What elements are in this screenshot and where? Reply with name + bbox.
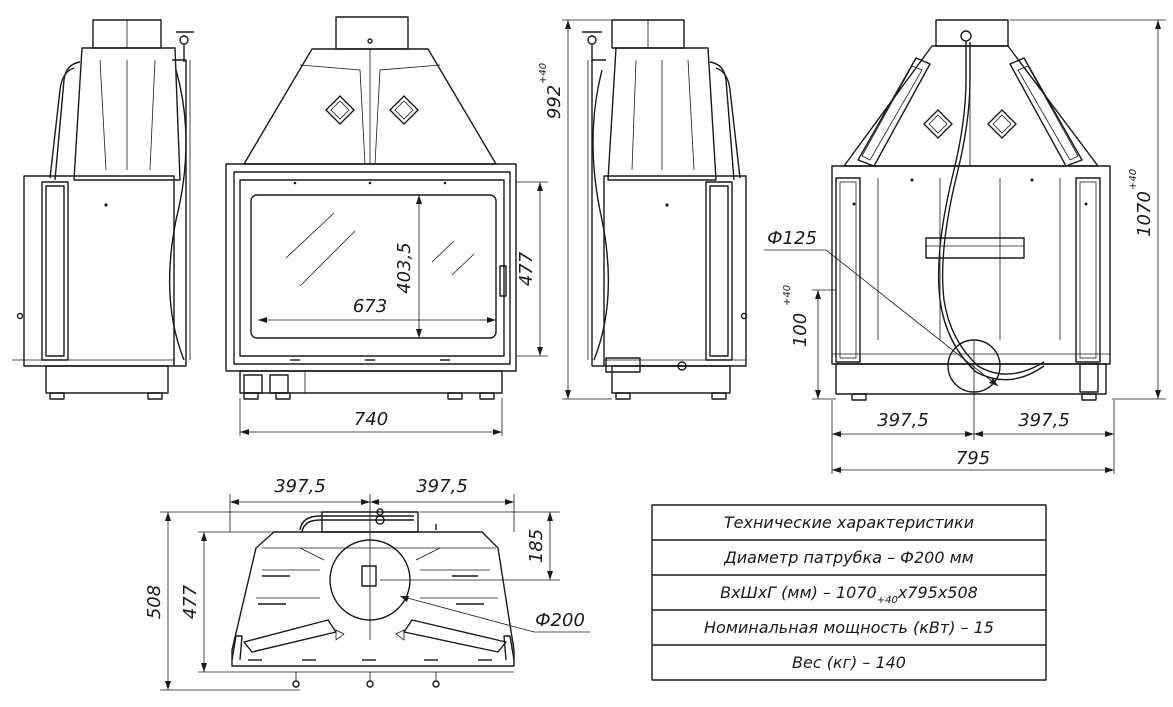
front-dimensions: 740 673 403,5 477 <box>239 181 548 436</box>
dim-992-tolerance: +40 <box>538 63 549 84</box>
spec-row-diameter: Диаметр патрубка – Ф200 мм <box>723 548 973 567</box>
dim-992: 992 <box>544 85 565 119</box>
dim-477-front: 477 <box>516 251 537 286</box>
spec-row-size-main: ВхШхГ (мм) – 1070 <box>720 583 877 602</box>
dim-397-5-back-right: 397,5 <box>1018 410 1070 431</box>
right-side-view <box>582 19 748 400</box>
left-side-view <box>12 19 194 400</box>
back-view <box>831 19 1111 401</box>
dim-795: 795 <box>956 448 990 469</box>
dim-477-top: 477 <box>180 584 201 619</box>
top-dimensions: 397,5 397,5 185 508 477 Ф200 <box>144 476 590 691</box>
spec-table: Технические характеристики Диаметр патру… <box>651 504 1047 681</box>
dim-100-tolerance: +40 <box>782 285 793 306</box>
dim-740: 740 <box>354 409 388 430</box>
spec-row-size: ВхШхГ (мм) – 1070+40х795х508 <box>720 583 978 606</box>
top-view <box>231 508 515 688</box>
dim-508: 508 <box>144 585 165 619</box>
dim-phi-200: Ф200 <box>535 610 585 631</box>
dim-397-5-top-left: 397,5 <box>274 476 326 497</box>
dim-397-5-top-right: 397,5 <box>416 476 468 497</box>
back-dimensions: 397,5 397,5 795 1070 +40 100 +40 Ф125 <box>764 19 1166 474</box>
dim-397-5-back-left: 397,5 <box>877 410 929 431</box>
spec-row-size-subscript: +40 <box>877 595 898 606</box>
dim-phi-125: Ф125 <box>767 228 817 249</box>
spec-row-weight: Вес (кг) – 140 <box>792 653 906 672</box>
dim-100: 100 <box>790 313 811 347</box>
dim-1070: 1070 <box>1134 191 1155 237</box>
front-view <box>225 16 517 400</box>
spec-title: Технические характеристики <box>724 513 974 532</box>
dim-673: 673 <box>353 296 387 317</box>
side-dimensions: 992 +40 <box>538 19 612 400</box>
dim-1070-tolerance: +40 <box>1128 169 1139 190</box>
spec-row-power: Номинальная мощность (кВт) – 15 <box>704 618 994 637</box>
dim-185: 185 <box>526 529 547 563</box>
dim-403-5: 403,5 <box>394 242 415 294</box>
spec-row-size-rest: х795х508 <box>897 583 978 602</box>
